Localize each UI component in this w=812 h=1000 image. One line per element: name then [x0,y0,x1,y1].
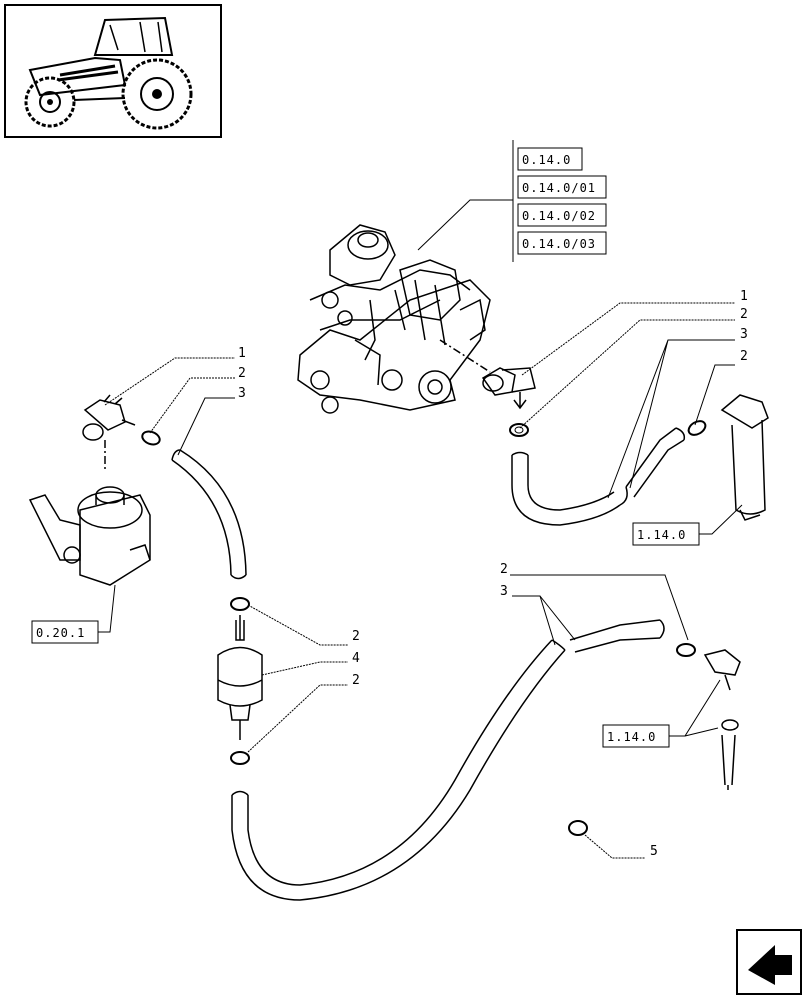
ref-filter-upper[interactable]: 1.14.0 [637,528,686,542]
callout-left-3: 3 [238,386,246,401]
callout-right-1: 1 [740,289,748,304]
tractor-thumbnail-icon [4,4,222,138]
hose-clamp-item-5: 5 [568,820,658,859]
washer-mid-upper [230,597,250,611]
washer-lower-right [676,643,696,657]
group-ref-1[interactable]: 0.14.0/01 [522,181,596,195]
callout-mid-2a: 2 [352,629,360,644]
banjo-fitting-upper-right [439,339,536,410]
group-ref-0[interactable]: 0.14.0 [522,153,571,167]
ref-box-filter-lower: 1.14.0 [602,679,721,748]
callout-left-2: 2 [238,366,246,381]
washer-right-filter [687,420,707,436]
washer-mid-lower [230,751,250,765]
hose-right-upper [511,427,686,526]
fuel-filter-right-drawing [720,394,769,521]
inline-fuel-filter [217,615,263,740]
feed-pump-drawing [28,486,151,586]
injection-pump-drawing [297,224,491,414]
callout-mid-2b: 2 [352,673,360,688]
ref-box-filter-upper: 1.14.0 [632,504,743,546]
group-ref-3[interactable]: 0.14.0/03 [522,237,596,251]
callout-lower-2: 2 [500,562,508,577]
group-ref-2[interactable]: 0.14.0/02 [522,209,596,223]
callout-lower-3: 3 [500,584,508,599]
callout-right-3: 3 [740,327,748,342]
hose-left [171,449,247,580]
ref-box-feed-pump: 0.20.1 [31,584,116,644]
next-page-arrow-icon[interactable] [736,929,802,995]
callouts-right-upper: 1 2 3 2 [519,289,748,499]
reference-group-box: 0.14.0 0.14.0/01 0.14.0/02 0.14.0/03 [417,140,607,262]
ref-feed-pump[interactable]: 0.20.1 [36,626,85,640]
washer-left [141,430,161,446]
callouts-left: 1 2 3 [104,346,246,456]
hose-bottom-long [231,619,665,901]
callout-right-2b: 2 [740,349,748,364]
callout-bottom-5: 5 [650,844,658,859]
callout-mid-4: 4 [352,651,360,666]
ref-filter-lower[interactable]: 1.14.0 [607,730,656,744]
callout-left-1: 1 [238,346,246,361]
callouts-lower: 2 3 [500,562,689,646]
callout-right-2: 2 [740,307,748,322]
fitting-lower-right [703,649,741,790]
banjo-fitting-left [82,394,136,470]
washer-right-upper [509,423,529,437]
callouts-mid: 2 4 2 [247,604,360,753]
